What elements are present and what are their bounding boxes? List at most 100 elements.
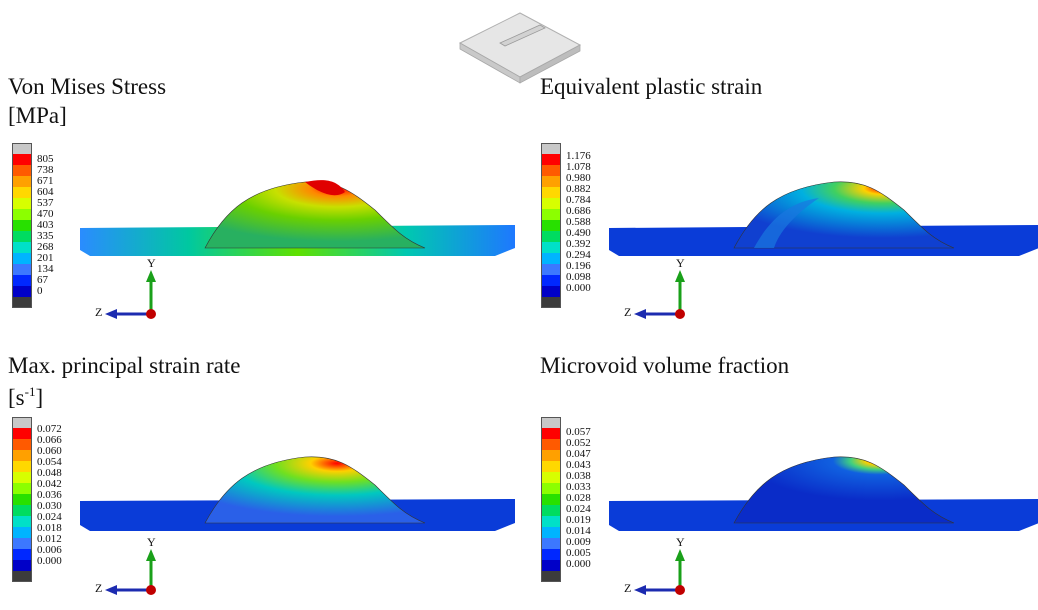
y-axis-label: Y: [676, 535, 685, 549]
fe-model-strain-rate: [80, 456, 515, 531]
legend-swatch: [12, 198, 32, 209]
coordinate-axes: Y Z: [85, 252, 165, 322]
legend-swatch: [541, 231, 561, 242]
legend-tick-label: 0.033: [566, 481, 591, 493]
legend-swatch: [12, 220, 32, 231]
legend-tick-label: 0.588: [566, 216, 591, 228]
legend-tick-label: 0.028: [566, 492, 591, 504]
legend-tick-label: 0: [37, 285, 43, 297]
legend-tick-label: 0.980: [566, 172, 591, 184]
legend-swatch: [541, 439, 561, 450]
coordinate-axes: Y Z: [614, 535, 694, 605]
legend-swatch: [541, 220, 561, 231]
legend-swatch: [12, 165, 32, 176]
color-legend: [12, 143, 32, 308]
legend-tick-label: 0.054: [37, 456, 62, 468]
legend-swatch: [12, 505, 32, 516]
z-axis-label: Z: [624, 581, 632, 595]
legend-swatch: [541, 527, 561, 538]
legend-tick-label: 134: [37, 263, 54, 275]
legend-tick-label: 0.060: [37, 445, 62, 457]
legend-tick-label: 671: [37, 175, 54, 187]
legend-swatch: [541, 560, 561, 571]
legend-swatch: [541, 143, 561, 154]
legend-swatch: [541, 253, 561, 264]
legend-swatch: [541, 176, 561, 187]
fe-model-plastic-strain: [609, 181, 1038, 256]
legend-swatch: [12, 264, 32, 275]
legend-swatch: [541, 417, 561, 428]
legend-swatch: [12, 231, 32, 242]
legend-tick-label: 738: [37, 164, 54, 176]
legend-swatch: [541, 428, 561, 439]
legend-swatch: [12, 439, 32, 450]
specimen-thumbnail: [458, 12, 582, 84]
legend-tick-label: 0.024: [566, 503, 591, 515]
panel-title-plastic-strain: Equivalent plastic strain: [540, 74, 763, 99]
legend-swatch: [12, 483, 32, 494]
legend-tick-label: 0.042: [37, 478, 62, 490]
color-legend: [12, 417, 32, 582]
legend-tick-label: 268: [37, 241, 54, 253]
legend-swatch: [541, 198, 561, 209]
legend-tick-label: 0.018: [37, 522, 62, 534]
legend-swatch: [12, 154, 32, 165]
legend-swatch: [541, 275, 561, 286]
legend-swatch: [541, 538, 561, 549]
legend-tick-label: 0.196: [566, 260, 591, 272]
legend-tick-label: 0.072: [37, 423, 62, 435]
legend-swatch: [12, 472, 32, 483]
legend-swatch: [541, 450, 561, 461]
legend-swatch: [12, 176, 32, 187]
legend-swatch: [12, 549, 32, 560]
coordinate-axes: Y Z: [614, 252, 694, 322]
legend-swatch: [12, 516, 32, 527]
legend-swatch: [12, 571, 32, 582]
legend-tick-label: 335: [37, 230, 54, 242]
legend-tick-label: 0.009: [566, 536, 591, 548]
legend-swatch: [12, 187, 32, 198]
legend-swatch: [541, 461, 561, 472]
panel-title-von-mises: Von Mises Stress: [8, 74, 167, 99]
panel-unit-strain-rate: [s-1]: [8, 384, 44, 410]
panel-title-microvoid: Microvoid volume fraction: [540, 353, 790, 378]
legend-tick-label: 0.784: [566, 194, 591, 206]
legend-tick-label: 0.043: [566, 459, 591, 471]
z-axis-label: Z: [95, 581, 103, 595]
legend-tick-label: 1.078: [566, 161, 591, 173]
legend-swatch: [541, 516, 561, 527]
legend-tick-label: 0.019: [566, 514, 591, 526]
legend-swatch: [12, 560, 32, 571]
legend-tick-label: 805: [37, 153, 54, 165]
legend-tick-label: 0.392: [566, 238, 591, 250]
coordinate-axes: Y Z: [85, 535, 165, 605]
legend-tick-label: 201: [37, 252, 54, 264]
legend-tick-label: 1.176: [566, 150, 591, 162]
legend-tick-label: 0.882: [566, 183, 591, 195]
legend-swatch: [12, 253, 32, 264]
z-axis-label: Z: [624, 305, 632, 319]
legend-swatch: [541, 494, 561, 505]
legend-swatch: [12, 242, 32, 253]
legend-swatch: [12, 286, 32, 297]
legend-swatch: [541, 571, 561, 582]
legend-swatch: [12, 461, 32, 472]
legend-swatch: [541, 297, 561, 308]
legend-swatch: [12, 538, 32, 549]
legend-tick-label: 0.012: [37, 533, 62, 545]
fe-model-microvoid: [609, 456, 1038, 531]
legend-swatch: [541, 549, 561, 560]
legend-swatch: [541, 286, 561, 297]
legend-tick-label: 0.057: [566, 426, 591, 438]
legend-tick-label: 0.000: [566, 558, 591, 570]
legend-tick-label: 0.005: [566, 547, 591, 559]
legend-swatch: [12, 275, 32, 286]
legend-tick-label: 0.052: [566, 437, 591, 449]
legend-tick-label: 0.047: [566, 448, 591, 460]
